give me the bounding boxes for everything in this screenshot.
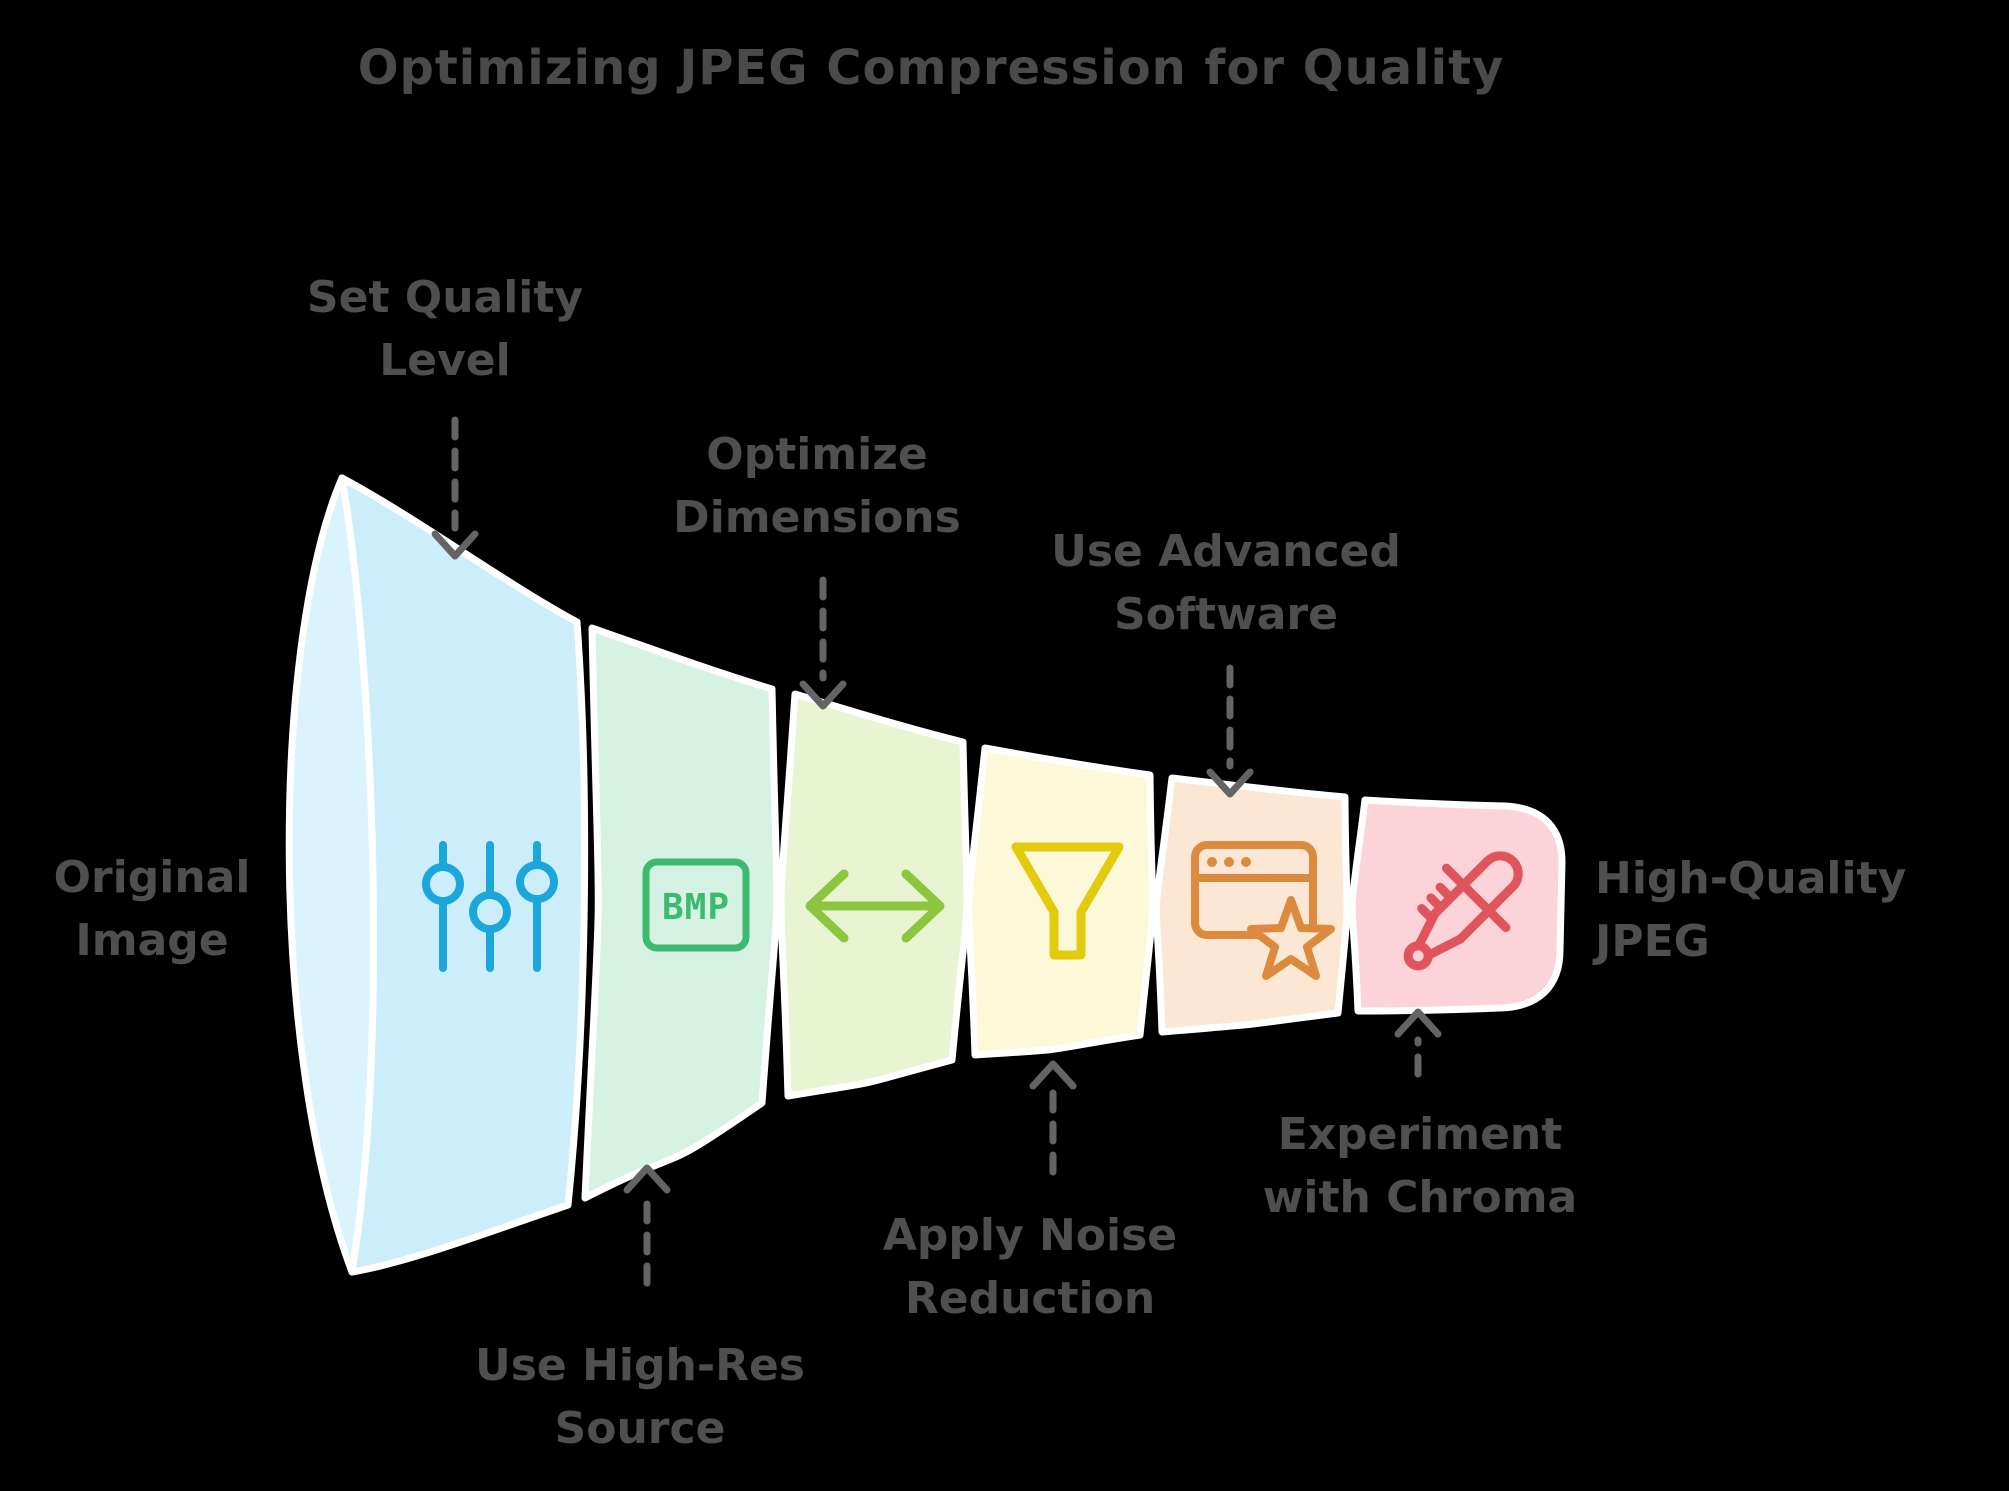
arrow-set-quality-level [431,416,479,560]
label-line: with Chroma [1262,1172,1578,1223]
funnel-segment-set-quality-level [338,474,589,1276]
label-use-advanced-software: Use Advanced Software [1051,521,1401,647]
diagram-title: Optimizing JPEG Compression for Quality [357,40,1505,96]
arrow-optimize-dimensions [799,576,847,710]
app-window-star-icon [1191,841,1335,980]
label-line: Image [75,915,229,966]
arrow-use-high-res-source [623,1164,671,1287]
label-line: JPEG [1595,916,1710,967]
label-optimize-dimensions: Optimize Dimensions [673,424,961,550]
label-original-image: Original Image [54,847,251,973]
funnel-segment-apply-noise-reduction [965,744,1157,1059]
label-experiment-with-chroma: Experiment with Chroma [1263,1104,1578,1230]
bmp-file-icon: BMP [642,858,750,952]
annotation-arrows [431,416,1442,1287]
label-line: Use High-Res [475,1340,805,1392]
eyedropper-icon [1403,851,1523,971]
star-shape [1247,896,1335,980]
funnel-segment-optimize-dimensions [777,690,971,1100]
label-line: Reduction [904,1273,1156,1324]
label-set-quality-level: Set Quality Level [307,267,583,393]
label-apply-noise-reduction: Apply Noise Reduction [883,1205,1177,1331]
label-line: Level [379,335,511,386]
filter-funnel-icon [1011,842,1124,960]
funnel-segment-use-high-res-source [581,624,781,1202]
label-line: Set Quality [306,272,584,324]
arrow-use-advanced-software [1206,664,1254,798]
sliders-icon [422,841,558,972]
label-line: Dimensions [673,492,961,543]
label-line: High-Quality [1595,853,1907,905]
label-line: Software [1114,589,1338,640]
label-line: Optimize [706,429,928,481]
label-line: Experiment [1277,1109,1563,1161]
label-high-quality-jpeg: High-Quality JPEG [1595,848,1906,974]
label-line: Original [53,852,251,904]
arrow-apply-noise-reduction [1029,1060,1077,1176]
label-line: Source [554,1403,726,1454]
bmp-icon-text: BMP [662,887,730,928]
funnel-segment-experiment-with-chroma [1348,796,1566,1015]
arrow-experiment-with-chroma [1394,1008,1442,1078]
resize-width-icon [805,869,945,943]
label-line: Apply Noise [882,1210,1178,1262]
label-use-high-res-source: Use High-Res Source [475,1335,805,1461]
funnel-segment-use-advanced-software [1152,774,1351,1036]
label-line: Use Advanced [1051,526,1401,578]
